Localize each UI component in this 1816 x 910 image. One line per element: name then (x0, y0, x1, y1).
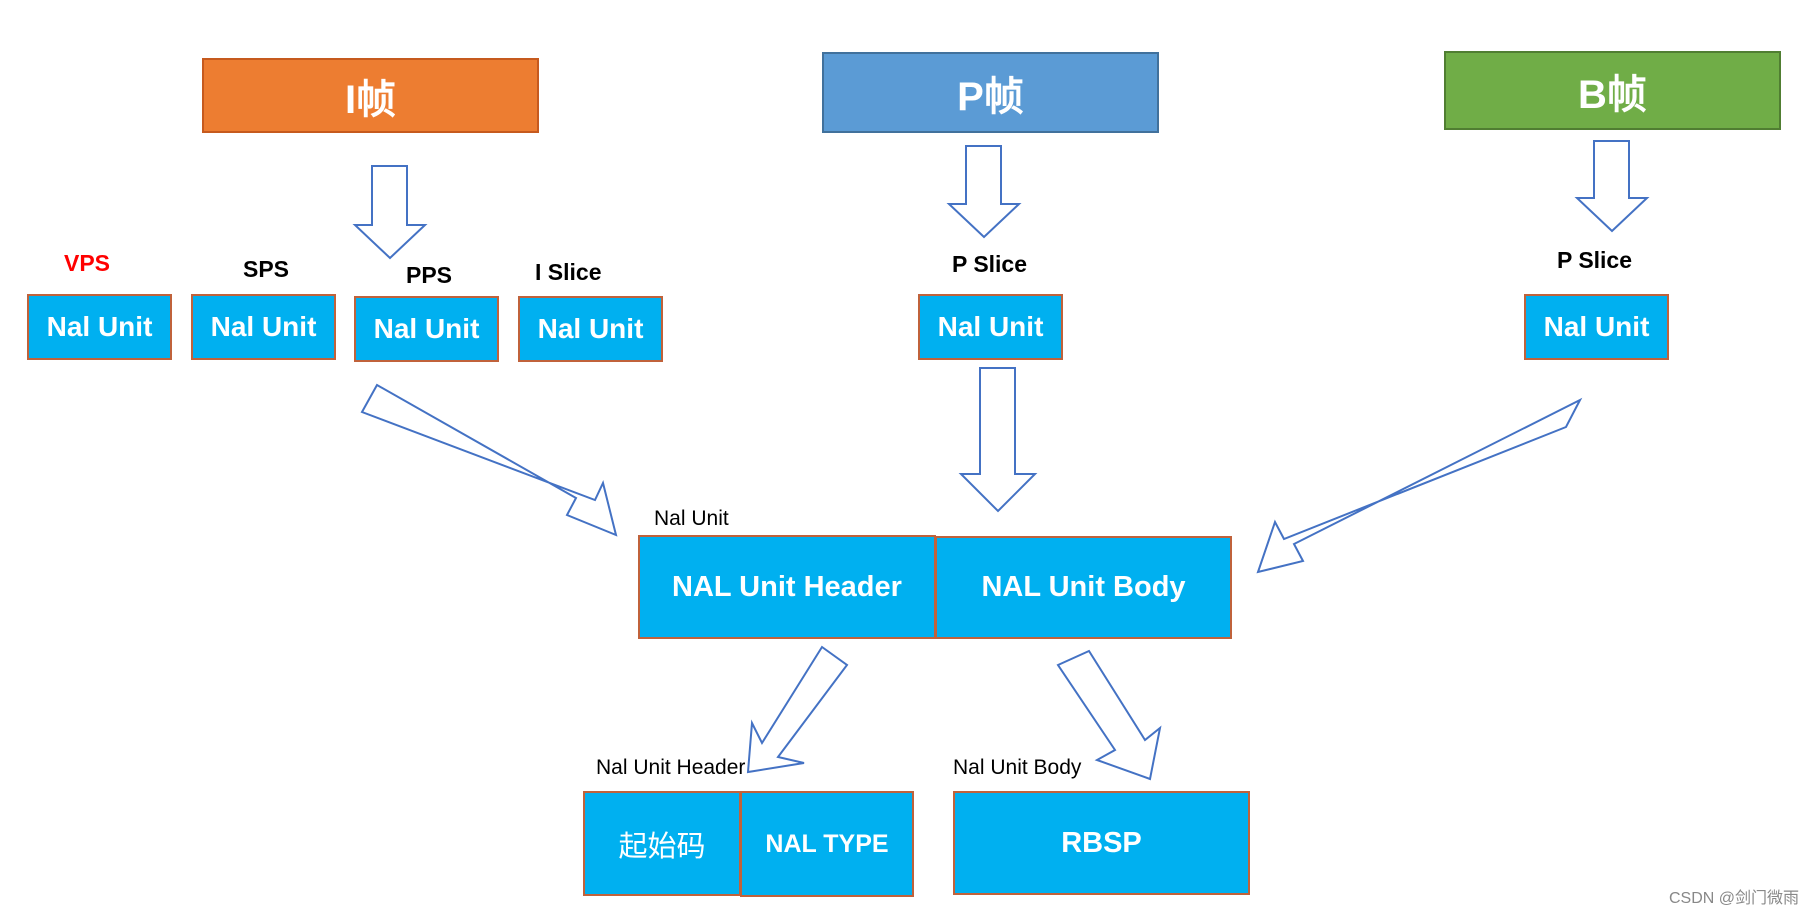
watermark: CSDN @剑门微雨 (1669, 890, 1800, 907)
rbsp-label: RBSP (1061, 826, 1142, 859)
start-code-label: 起始码 (618, 830, 706, 863)
nal-unit-header-box: NAL Unit Header (638, 535, 936, 639)
b-slice-label: P Slice (1557, 247, 1633, 273)
p-slice-label: P Slice (952, 251, 1028, 277)
i-slice-label: I Slice (535, 259, 602, 285)
pps-label: PPS (406, 262, 453, 288)
nal-unit-header-caption: Nal Unit Header (596, 756, 745, 780)
nal-type-box: NAL TYPE (740, 791, 914, 897)
pps-nal-unit: Nal Unit (354, 296, 499, 362)
start-code-box: 起始码 (583, 791, 741, 896)
nal-unit-body-caption: Nal Unit Body (953, 756, 1082, 779)
i-frame-label: I帧 (344, 77, 397, 122)
i-slice-nal-unit-label: Nal Unit (537, 313, 644, 344)
b-frame-label: B帧 (1578, 72, 1647, 117)
i-slice-nal-unit: Nal Unit (518, 296, 663, 362)
p-nal-down-arrow (958, 367, 1038, 513)
p-frame-down-arrow (946, 145, 1022, 239)
sps-nal-unit: Nal Unit (191, 294, 336, 360)
pps-nal-unit-label: Nal Unit (373, 313, 480, 344)
p-slice-nal-unit-label: Nal Unit (937, 311, 1044, 342)
i-frame-box: I帧 (202, 58, 539, 133)
b-frame-down-arrow (1574, 140, 1650, 233)
nal-unit-body-box: NAL Unit Body (935, 536, 1232, 639)
b-frame-box: B帧 (1444, 51, 1781, 130)
b-group-diagonal-arrow (1256, 397, 1583, 574)
sps-label: SPS (243, 256, 290, 282)
sps-nal-unit-label: Nal Unit (210, 311, 317, 342)
vps-nal-unit: Nal Unit (27, 294, 172, 360)
body-detail-arrow (1056, 649, 1162, 781)
header-detail-arrow (746, 645, 849, 774)
i-frame-down-arrow (352, 165, 428, 260)
nal-unit-caption: Nal Unit (654, 507, 729, 530)
nal-unit-header-label: NAL Unit Header (672, 570, 902, 603)
p-frame-label: P帧 (957, 74, 1024, 119)
vps-nal-unit-label: Nal Unit (46, 311, 153, 342)
p-slice-nal-unit: Nal Unit (918, 294, 1063, 360)
p-frame-box: P帧 (822, 52, 1159, 133)
rbsp-box: RBSP (953, 791, 1250, 895)
nal-unit-header-caption-text: Nal Unit Header (596, 756, 746, 779)
vps-label: VPS (64, 250, 111, 276)
b-slice-nal-unit-label: Nal Unit (1543, 311, 1650, 342)
i-group-diagonal-arrow (360, 383, 618, 537)
nal-type-label: NAL TYPE (765, 829, 889, 858)
b-slice-nal-unit: Nal Unit (1524, 294, 1669, 360)
nal-unit-body-label: NAL Unit Body (981, 571, 1186, 603)
